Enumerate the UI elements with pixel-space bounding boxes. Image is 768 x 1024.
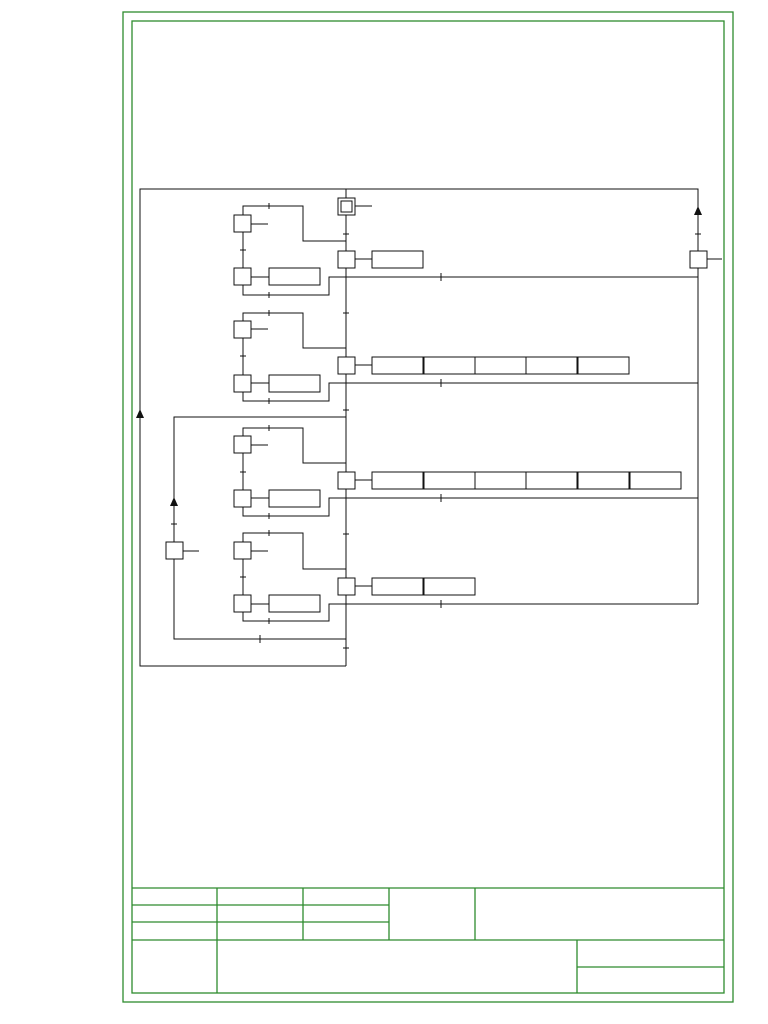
sub-step-2a <box>233 320 252 339</box>
subsequence-2 <box>233 310 346 404</box>
loop-arrow-right <box>694 206 702 215</box>
title-block <box>132 887 724 993</box>
sub-step-1a <box>233 214 252 233</box>
action-4-1 <box>371 577 424 596</box>
step-inner-loop <box>165 541 184 560</box>
sub-step-1b <box>233 267 252 286</box>
action-2-5 <box>577 356 630 375</box>
action-3-4 <box>525 471 578 490</box>
outer-border <box>122 11 734 1003</box>
sub-step-3a <box>233 435 252 454</box>
action-3-2 <box>423 471 476 490</box>
subsequence-3 <box>233 425 346 519</box>
step-right <box>689 250 708 269</box>
inner-border <box>131 20 725 994</box>
sub-step-3b <box>233 489 252 508</box>
step-main-1 <box>337 250 356 269</box>
sub-action-4 <box>268 594 321 613</box>
action-3-1 <box>371 471 424 490</box>
sfc-diagram <box>136 188 722 667</box>
subsequence-1 <box>233 203 346 298</box>
action-1-1 <box>371 250 424 269</box>
step-main-2 <box>337 356 356 375</box>
action-2-3 <box>474 356 527 375</box>
action-2-2 <box>423 356 476 375</box>
action-3-3 <box>474 471 527 490</box>
loop-arrow-left <box>136 409 144 418</box>
sub-action-2 <box>268 374 321 393</box>
outer-loop-link <box>139 188 699 667</box>
initial-step-inner <box>340 200 353 213</box>
step-main-4 <box>337 577 356 596</box>
sub-action-3 <box>268 489 321 508</box>
sub-step-4b <box>233 594 252 613</box>
inner-loop <box>165 416 346 643</box>
step-main-3 <box>337 471 356 490</box>
sub-step-4a <box>233 541 252 560</box>
action-2-1 <box>371 356 424 375</box>
sub-step-2b <box>233 374 252 393</box>
action-3-5 <box>577 471 630 490</box>
action-4-2 <box>423 577 476 596</box>
action-2-4 <box>525 356 578 375</box>
inner-loop-arrow <box>170 497 178 506</box>
action-3-6 <box>629 471 682 490</box>
sub-action-1 <box>268 267 321 286</box>
drawing-frame <box>122 11 734 1003</box>
subsequence-4 <box>233 530 346 624</box>
